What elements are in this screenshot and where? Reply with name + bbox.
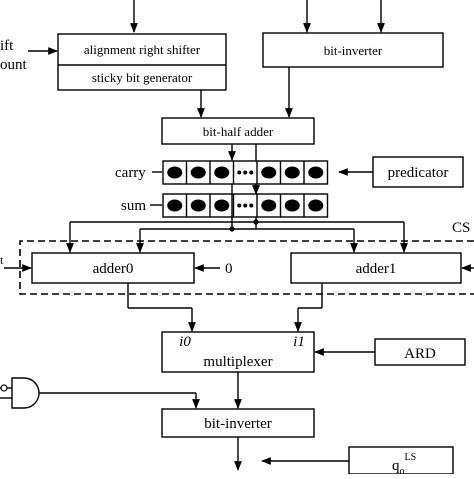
qo-label: qoLS [392, 452, 416, 474]
sum-register [162, 193, 329, 218]
sum-register-bit-dot [190, 199, 206, 212]
adder0-block: adder0 [31, 252, 195, 284]
shift-count-label-line1: ift [0, 38, 14, 54]
alignment-shifter-label: alignment right shifter [84, 42, 201, 57]
csa-dashed-boundary [19, 240, 474, 295]
bus-junction-dot [229, 226, 235, 232]
adder0-label: adder0 [93, 261, 134, 277]
sum-register-bit-dot [284, 199, 300, 212]
mux-input-i0: i0 [179, 334, 191, 350]
carry-register-bit-dot [284, 166, 300, 179]
sticky-generator-label: sticky bit generator [92, 70, 193, 85]
sum-register-bit-dot [308, 199, 324, 212]
sum-register-bit-dot [261, 199, 277, 212]
mux-input-i1: i1 [293, 334, 305, 350]
adder1-block: adder1 [290, 252, 462, 284]
csa-region-label: CS [452, 220, 470, 236]
sum-register-ellipsis-dot [237, 203, 242, 208]
carry-register-ellipsis-dot [243, 170, 248, 175]
carry-register-bit-dot [190, 166, 206, 179]
predicator-label: predicator [388, 165, 449, 181]
adder0-const-zero: 0 [225, 261, 233, 277]
sum-register-ellipsis-dot [249, 203, 254, 208]
carry-register-bit-dot [261, 166, 277, 179]
left-edge-mark: t [0, 253, 4, 267]
and-gate [0, 377, 40, 409]
bit-inverter-top-label: bit-inverter [324, 43, 383, 58]
bit-half-adder-block: bit-half adder [161, 117, 315, 145]
sum-register-ellipsis-dot [243, 203, 248, 208]
ard-label: ARD [404, 346, 436, 362]
sum-register-bit-dot [214, 199, 230, 212]
carry-register [162, 160, 329, 185]
ard-block: ARD [374, 338, 466, 366]
carry-register-bit-dot [167, 166, 183, 179]
carry-register-ellipsis-dot [237, 170, 242, 175]
shift-count-label-line2: ount [0, 57, 28, 73]
carry-register-ellipsis-dot [249, 170, 254, 175]
carry-label: carry [115, 165, 146, 181]
multiplexer-block: i0 i1 multiplexer [161, 331, 315, 373]
multiplexer-label: multiplexer [203, 354, 272, 370]
adder1-label: adder1 [356, 261, 397, 277]
bus-junction-dot-2 [253, 219, 259, 225]
bit-inverter-bottom-block: bit-inverter [161, 408, 315, 438]
bit-inverter-top-block: bit-inverter [262, 32, 444, 68]
bit-half-adder-label: bit-half adder [203, 124, 274, 139]
alignment-shifter-block: alignment right shifter sticky bit gener… [57, 33, 227, 91]
sum-label: sum [121, 198, 146, 214]
carry-register-bit-dot [308, 166, 324, 179]
sum-register-bit-dot [167, 199, 183, 212]
carry-register-bit-dot [214, 166, 230, 179]
qo-ls-block: qoLS [348, 446, 454, 477]
bit-inverter-bottom-label: bit-inverter [204, 416, 271, 432]
predicator-block: predicator [372, 156, 464, 188]
